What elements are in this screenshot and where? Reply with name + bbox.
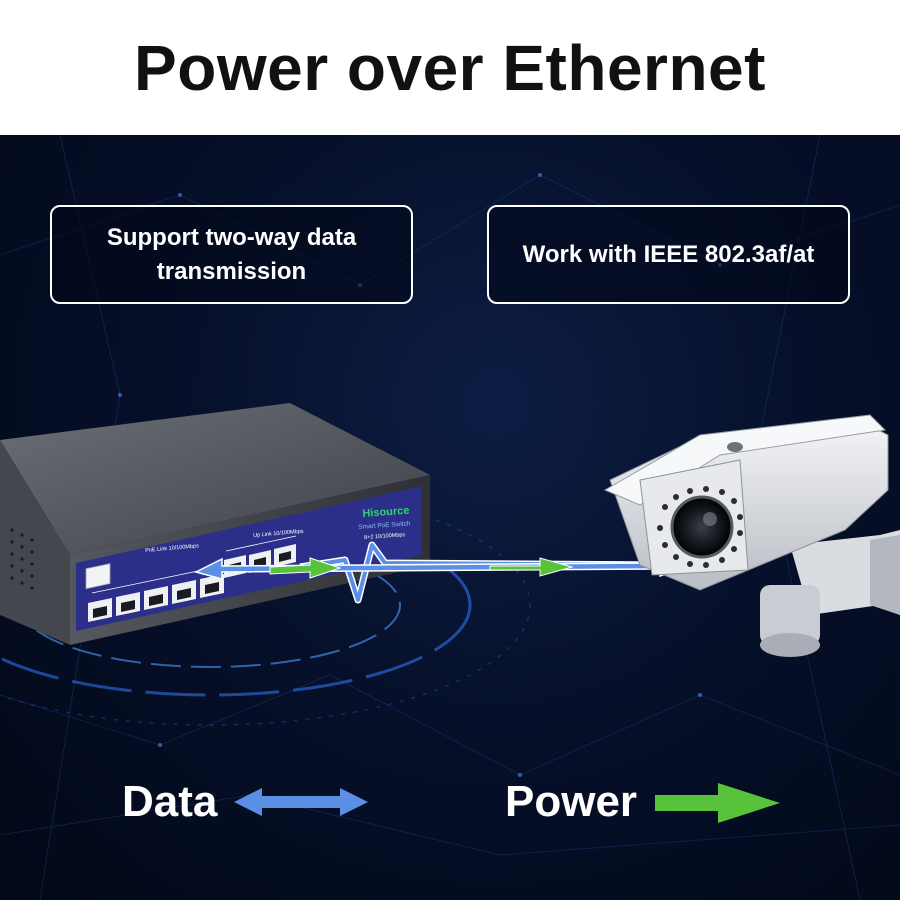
cable-link [299, 541, 681, 604]
ethernet-ports [85, 563, 111, 590]
scene: Support two-way data transmission Work w… [0, 135, 900, 900]
title-banner: Power over Ethernet [0, 0, 900, 135]
legend-power-label: Power [505, 777, 638, 826]
feature-text: Work with IEEE 802.3af/at [522, 240, 815, 268]
security-camera [603, 414, 900, 657]
camera-lens [670, 495, 734, 559]
vent-holes [10, 528, 34, 590]
legend-data-label: Data [122, 777, 218, 826]
feature-badge-two-way: Support two-way data transmission [50, 205, 413, 304]
ir-leds [657, 486, 743, 568]
feature-text: Support two-way data transmission [106, 223, 357, 285]
power-arrow-flow [269, 557, 574, 579]
feature-badge-ieee: Work with IEEE 802.3af/at [487, 205, 850, 304]
page-title: Power over Ethernet [134, 31, 766, 104]
legend-data-arrow [234, 788, 368, 816]
scene-illustration [0, 135, 900, 900]
legend-power-arrow [655, 783, 780, 823]
poe-switch [0, 403, 430, 645]
